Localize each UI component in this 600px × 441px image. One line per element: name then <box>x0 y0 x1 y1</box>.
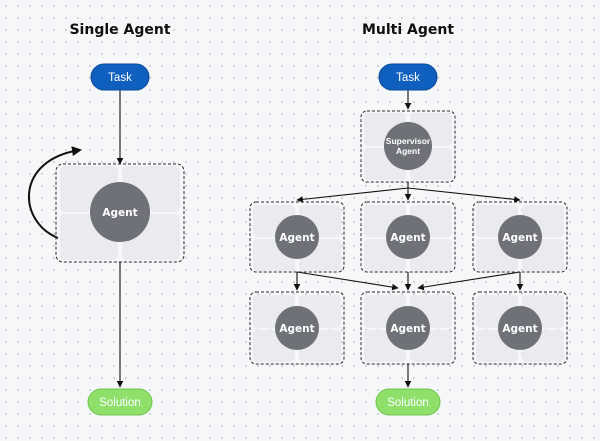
supervisor-node <box>384 122 432 170</box>
agent-node <box>386 306 430 350</box>
agent-label: Agent <box>502 323 537 335</box>
task-pill <box>378 63 438 91</box>
supervisor-label-line1: Supervisor <box>386 136 431 146</box>
single-solution-node: Solution <box>87 388 153 416</box>
agent-card-row1-right: Agent <box>472 201 568 273</box>
card-border <box>249 291 345 365</box>
agent-node <box>498 306 542 350</box>
task-label: Task <box>108 72 132 84</box>
single-task-node: Task <box>90 63 150 91</box>
edge-supervisor-to-agent-left <box>296 187 409 203</box>
multi-solution-node: Solution <box>375 388 441 416</box>
agent-label: Agent <box>390 323 425 335</box>
edge-r1-right-to-r2-center <box>417 271 521 291</box>
card-border <box>472 201 568 273</box>
task-pill <box>90 63 150 91</box>
card-border <box>472 291 568 365</box>
self-loop-arrow <box>28 146 82 239</box>
agent-node <box>90 182 150 242</box>
edge-r1-left-to-r2-center <box>296 271 399 291</box>
agent-label: Agent <box>279 232 314 244</box>
card-border <box>360 110 456 183</box>
agent-label: Agent <box>502 232 537 244</box>
card-border <box>249 201 345 273</box>
agent-label: Agent <box>390 232 425 244</box>
solution-label: Solution <box>99 397 141 409</box>
solution-pill <box>87 388 153 416</box>
agent-card-row2-left: Agent <box>249 291 345 365</box>
single-agent-title: Single Agent <box>69 22 170 38</box>
task-label: Task <box>396 72 420 84</box>
solution-label: Solution <box>387 397 429 409</box>
solution-pill <box>375 388 441 416</box>
agent-card-row2-right: Agent <box>472 291 568 365</box>
multi-task-node: Task <box>378 63 438 91</box>
supervisor-agent-card: Supervisor Agent <box>360 110 456 183</box>
multi-agent-title: Multi Agent <box>362 22 454 38</box>
edge-supervisor-to-agent-right <box>407 187 521 203</box>
card-border <box>360 201 456 273</box>
agent-node <box>498 215 542 259</box>
single-agent-card: Agent <box>55 163 185 263</box>
card-border <box>360 291 456 365</box>
agent-label: Agent <box>102 207 137 219</box>
single-agent-panel: Task Agent Solution <box>28 63 185 416</box>
supervisor-label-line2: Agent <box>396 146 420 156</box>
agent-card-row1-center: Agent <box>360 201 456 273</box>
card-border <box>55 163 185 263</box>
multi-agent-panel: Task Supervisor Agent Agent <box>249 63 568 416</box>
agent-node <box>386 215 430 259</box>
agent-card-row1-left: Agent <box>249 201 345 273</box>
agent-node <box>275 215 319 259</box>
agent-card-row2-center: Agent <box>360 291 456 365</box>
agent-node <box>275 306 319 350</box>
agent-label: Agent <box>279 323 314 335</box>
